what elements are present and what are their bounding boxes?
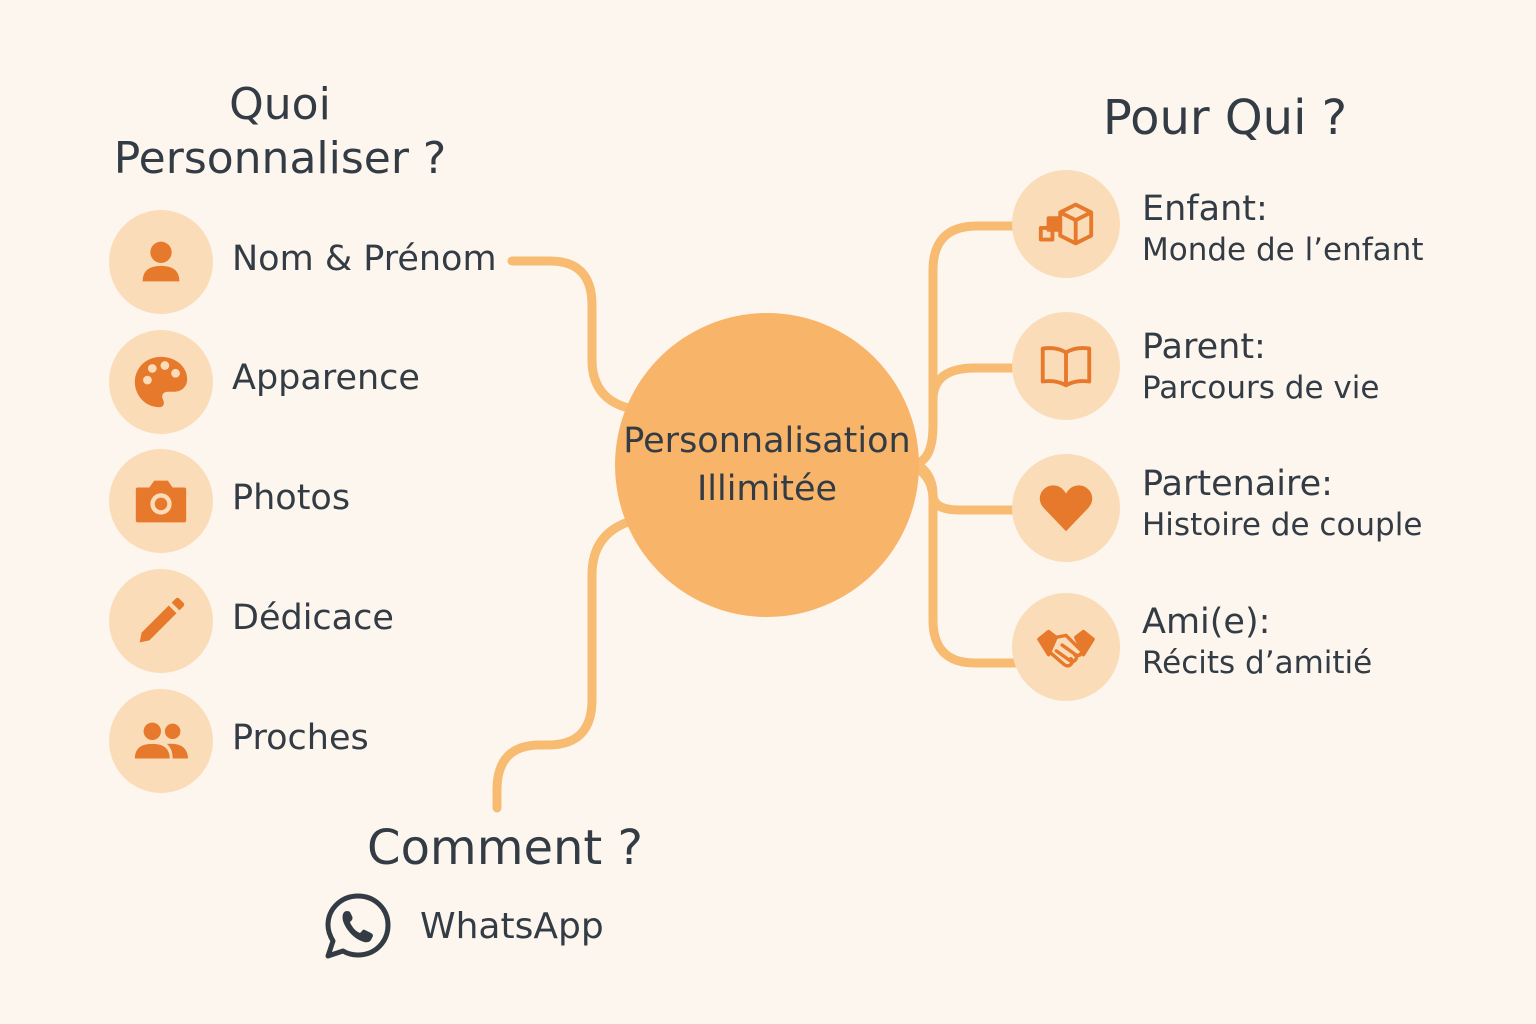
what-item-relatives-circle	[109, 689, 213, 793]
camera-icon	[135, 480, 187, 523]
who-item-friend-circle	[1012, 593, 1120, 701]
palette-icon	[134, 356, 188, 408]
handshake-icon	[1037, 629, 1095, 668]
connector-how	[492, 517, 633, 813]
person-icon	[142, 241, 180, 282]
whatsapp-label: WhatsApp	[420, 906, 604, 947]
who-item-friend-desc: Récits d’amitié	[1142, 645, 1373, 681]
what-title-line1: Quoi	[229, 79, 331, 130]
what-title-line2: Personnaliser ?	[113, 133, 447, 184]
connector-enfant	[915, 221, 1020, 467]
what-item-dedication-circle	[109, 569, 213, 673]
center-node: Personnalisation Illimitée	[615, 313, 919, 617]
what-item-appearance-label: Apparence	[232, 358, 420, 398]
what-item-name-circle	[109, 210, 213, 314]
who-item-partner-role: Partenaire:	[1142, 464, 1333, 504]
who-title: Pour Qui ?	[1102, 90, 1348, 146]
connector-what	[507, 256, 633, 413]
connector-ami	[917, 467, 1020, 668]
who-item-friend-role: Ami(e):	[1142, 602, 1271, 642]
what-item-appearance-circle	[109, 330, 213, 434]
who-item-partner-circle	[1012, 454, 1120, 562]
whatsapp-icon	[325, 893, 391, 959]
who-item-parent-circle	[1012, 312, 1120, 420]
who-item-partner-desc: Histoire de couple	[1142, 507, 1423, 543]
group-icon	[134, 722, 189, 759]
pencil-icon	[139, 597, 185, 643]
center-line2: Illimitée	[696, 469, 838, 509]
connector-parent	[928, 363, 1020, 405]
what-item-relatives-label: Proches	[232, 718, 369, 758]
who-item-child-role: Enfant:	[1142, 189, 1268, 229]
who-item-child-circle	[1012, 170, 1120, 278]
who-item-parent-desc: Parcours de vie	[1142, 370, 1380, 406]
heart-icon	[1039, 485, 1093, 532]
center-line1: Personnalisation	[623, 421, 911, 461]
who-item-partner-text: Partenaire: Histoire de couple	[1142, 463, 1422, 545]
blocks-icon	[1038, 202, 1094, 246]
what-item-name-label: Nom & Prénom	[232, 239, 497, 279]
how-title: Comment ?	[367, 820, 643, 876]
who-item-child-text: Enfant: Monde de l’enfant	[1142, 188, 1423, 270]
who-item-friend-text: Ami(e): Récits d’amitié	[1142, 601, 1372, 683]
who-item-child-desc: Monde de l’enfant	[1142, 232, 1424, 268]
book-icon	[1040, 346, 1092, 388]
what-item-dedication-label: Dédicace	[232, 598, 394, 638]
who-item-parent-role: Parent:	[1142, 327, 1266, 367]
what-item-photos-circle	[109, 449, 213, 553]
what-item-photos-label: Photos	[232, 478, 351, 518]
what-title: Quoi Personnaliser ?	[100, 78, 460, 186]
who-item-parent-text: Parent: Parcours de vie	[1142, 326, 1379, 408]
